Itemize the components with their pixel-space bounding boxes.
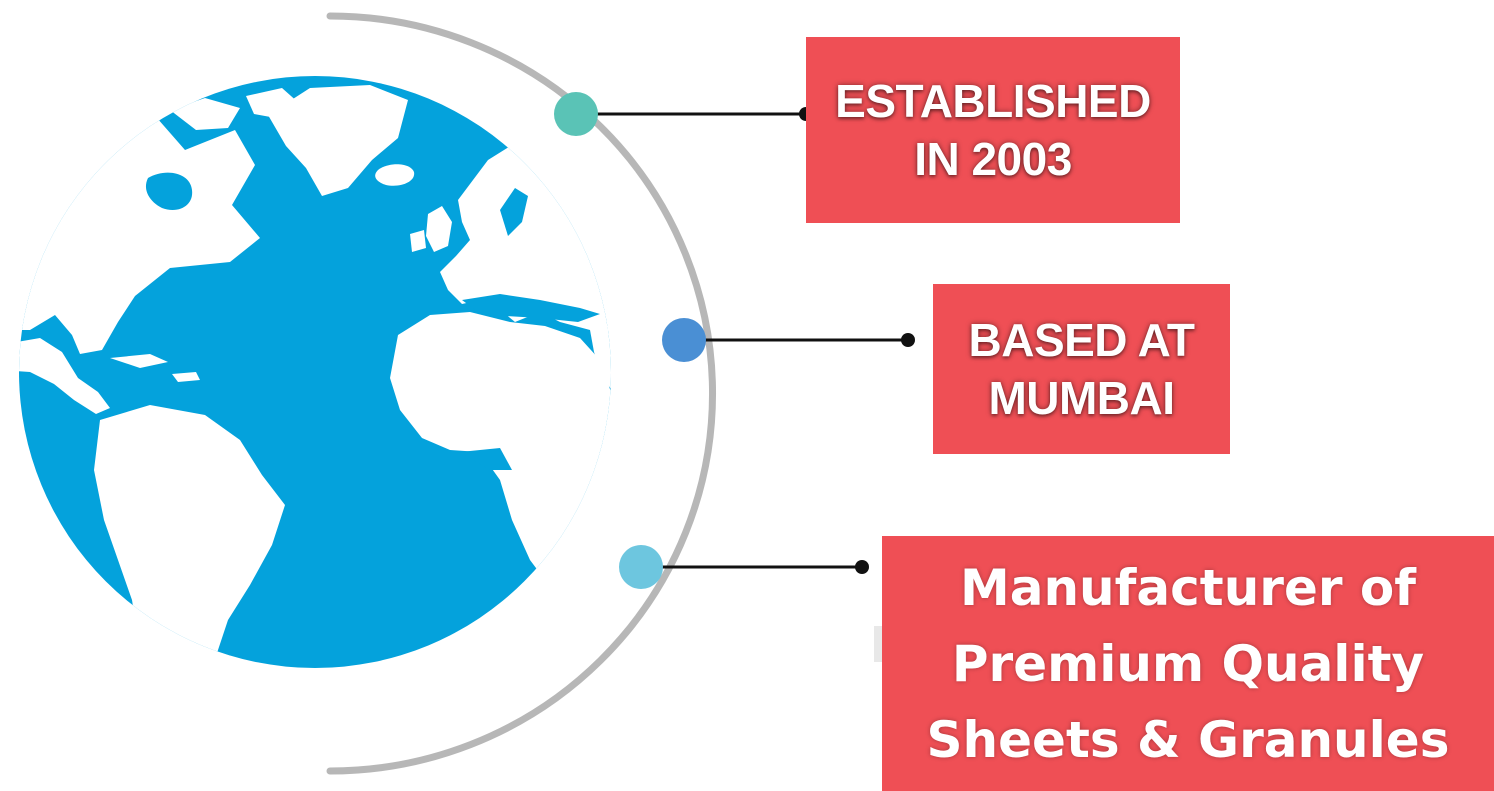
manufacturer-line-2: Premium Quality (951, 634, 1425, 693)
land-africa (390, 312, 611, 600)
land-caribbean (110, 354, 168, 368)
manufacturer-box: Manufacturer of Premium Quality Sheets &… (882, 536, 1494, 791)
mediterranean-sea (462, 294, 600, 322)
baltic-sea (500, 188, 528, 236)
land-central-america (19, 338, 110, 414)
hudson-bay (145, 172, 193, 210)
arc-dot-established (554, 92, 598, 136)
established-line-1: ESTABLISHED (835, 75, 1151, 127)
connector-2 (684, 333, 915, 347)
land-arctic-islands (170, 98, 240, 130)
based-line-2: MUMBAI (988, 372, 1175, 424)
land-caribbean-2 (172, 372, 200, 382)
gulf-of-guinea (460, 448, 512, 470)
land-british-isles (426, 206, 452, 252)
land-arabia (590, 322, 611, 400)
arc-dot-manufacturer (619, 545, 663, 589)
based-at-box: BASED AT MUMBAI (933, 284, 1230, 454)
connector-1 (576, 107, 813, 121)
land-ireland (410, 230, 426, 252)
connector-end-dot (901, 333, 915, 347)
orbit-arc (326, 12, 717, 775)
manufacturer-line-3: Sheets & Granules (926, 710, 1450, 769)
land-greenland (268, 85, 408, 196)
based-line-1: BASED AT (968, 314, 1196, 366)
arc-dot-based (662, 318, 706, 362)
faint-mark (874, 626, 884, 662)
land-iceland (375, 164, 415, 186)
manufacturer-line-1: Manufacturer of (959, 558, 1417, 617)
connector-end-dot (855, 560, 869, 574)
connector-3 (641, 560, 869, 574)
globe-icon: .land { fill: #ffffff; } (19, 76, 611, 668)
established-line-2: IN 2003 (914, 133, 1072, 185)
established-box: ESTABLISHED IN 2003 (806, 37, 1180, 223)
